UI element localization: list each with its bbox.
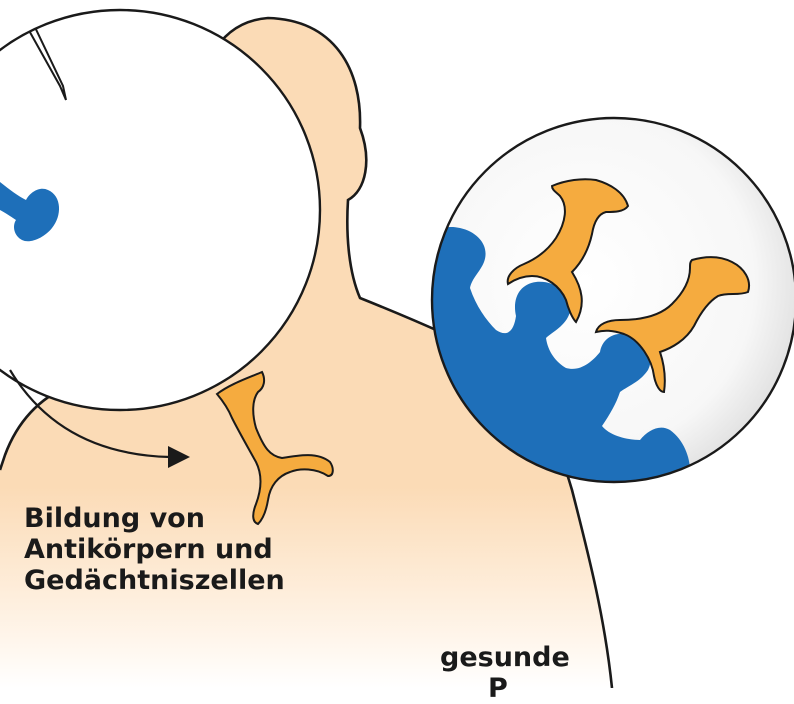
label-healthy-person: gesunde P [440,642,570,704]
label-antibody-line-1: Bildung von [24,503,285,534]
label-antibody-line-3: Gedächtniszellen [24,565,285,596]
label-healthy-line-1: gesunde [440,642,570,673]
label-antibody-formation: Bildung von Antikörpern und Gedächtnisze… [24,503,285,596]
label-healthy-line-2: P [440,673,570,704]
label-antibody-line-2: Antikörpern und [24,534,285,565]
